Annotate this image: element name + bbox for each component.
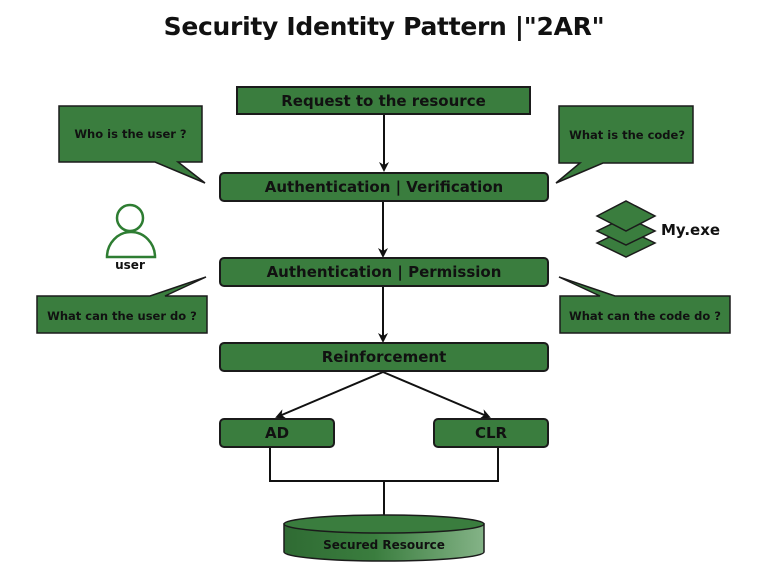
layers-icon xyxy=(595,200,657,258)
callout-what-can-code-do-shape xyxy=(558,276,731,334)
connector-reinforcement-to-ad xyxy=(275,371,384,419)
node-authentication-verification: Authentication | Verification xyxy=(219,172,549,202)
secured-resource-label: Secured Resource xyxy=(323,538,445,552)
node-reinforcement: Reinforcement xyxy=(219,342,549,372)
callout-who-is-user-shape xyxy=(58,105,206,184)
user-icon xyxy=(105,203,157,259)
node-authentication-permission: Authentication | Permission xyxy=(219,257,549,287)
user-icon-label: user xyxy=(115,258,145,272)
diagram-title: Security Identity Pattern |"2AR" xyxy=(163,12,605,41)
connector-ad-clr-merge xyxy=(269,447,499,482)
callout-what-can-user-do-shape xyxy=(36,276,208,334)
connector-reinforcement-to-clr xyxy=(382,371,491,419)
layers-icon-label: My.exe xyxy=(661,221,721,239)
node-ad: AD xyxy=(219,418,335,448)
callout-what-can-user-do: What can the user do ? xyxy=(47,308,197,323)
node-clr: CLR xyxy=(433,418,549,448)
callout-what-is-code: What is the code? xyxy=(569,127,685,142)
callout-what-is-code-shape xyxy=(555,105,694,184)
node-request-to-resource: Request to the resource xyxy=(236,86,531,115)
callout-what-can-code-do: What can the code do ? xyxy=(569,308,721,323)
callout-who-is-user: Who is the user ? xyxy=(74,127,187,141)
secured-resource-cylinder xyxy=(283,514,485,562)
